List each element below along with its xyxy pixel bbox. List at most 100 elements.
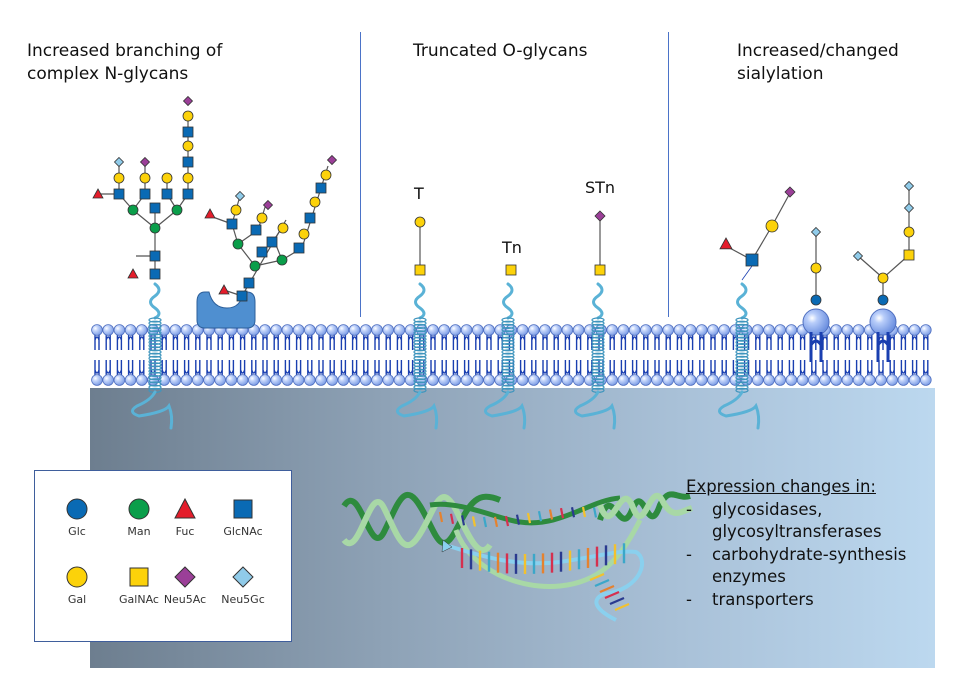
phospholipid [539,324,551,386]
lipid-tail [374,335,380,350]
helix-coil [413,371,427,377]
lipid-head [807,374,820,386]
helix-coil [501,352,515,358]
gal-icon [139,172,151,184]
lipid-head [270,374,283,386]
lipid-head [561,374,574,386]
helix-coil [591,362,605,368]
legend-item-glcnac: GlcNAc [213,497,273,538]
helix-coil [148,352,162,358]
expression-item-3: - transporters [686,589,906,612]
helix-coil [501,327,515,333]
helix-coil [413,365,427,371]
glcnac-icon [139,188,151,200]
legend-label: Man [127,525,151,538]
fuc-icon [127,268,139,279]
n-glycan-tetraantennary [92,95,194,280]
gal-icon [182,110,194,122]
lipid-tail [721,360,727,375]
base [537,510,543,522]
lipid-head [606,324,618,336]
phospholipid [192,324,204,386]
glycolipid-head [869,308,897,336]
base [548,509,554,520]
phospholipid [830,324,842,386]
lipid-tail [654,360,660,375]
glc-icon [877,294,889,306]
helix-coil [591,352,605,358]
phospholipid [371,324,383,386]
lipid-tail [172,335,179,350]
legend-item-neu5ac: Neu5Ac [155,565,215,606]
phospholipid [91,324,103,386]
helix-coil [501,365,515,371]
helix-coil [501,381,515,387]
phospholipid [337,324,350,386]
lipid-tail [620,360,627,375]
helix-coil [413,368,427,374]
gal-icon [765,219,779,233]
lipid-tail [273,360,279,375]
lipid-tail [665,335,671,350]
helix-coil [148,317,162,323]
glcnac-icon [149,250,161,262]
base [570,507,576,518]
lipid-tail [766,360,772,375]
lipid-head [639,374,652,386]
phospholipid [695,324,708,386]
lipid-tail [855,360,862,375]
base [592,507,598,518]
lipid-tail [609,335,615,350]
lipid-tail [609,360,615,375]
lipid-head [427,374,439,386]
man-icon [249,260,261,272]
legend-item-fuc: Fuc [155,497,215,538]
phospholipid [718,324,730,386]
lipid-tail [329,335,335,350]
helix-coil [501,362,515,368]
gal-icon [230,204,242,216]
lipid-tail [396,360,403,375]
helix-coil [591,365,605,371]
helix-coil [735,365,749,371]
label-tn-antigen: Tn [502,238,522,257]
phospholipid [315,324,327,386]
expression-item-text: transporters [712,589,814,609]
phospholipid [136,324,148,386]
lipid-tail [385,360,391,375]
o-glycan-t-antigen [414,216,426,276]
fuc-icon [174,497,196,519]
phospholipid [796,324,809,386]
glcnac-icon [113,188,125,200]
lipid-tail [183,360,190,375]
lipid-tail [161,335,167,350]
galnac-icon [414,264,426,276]
lipid-head [617,324,630,336]
man-icon [276,254,288,266]
protein-tail [574,390,617,430]
dna-helix-illustration [341,491,694,622]
helix-coil [735,381,749,387]
lipid-tail [105,335,111,350]
helix-coil [413,359,427,365]
gal-icon [877,272,889,284]
glcnac-icon [256,246,268,258]
base [460,515,466,526]
lipid-head [919,374,932,386]
glcnac-icon [745,253,759,267]
phospholipid [550,324,562,386]
helix-coil [591,368,605,374]
lipid-tail [519,335,526,350]
lipid-tail [307,335,313,350]
lipid-tail [766,335,772,350]
glcnac-icon [226,218,238,230]
helix-coil [413,352,427,358]
dna-strand [597,492,694,520]
lipid-head [751,324,764,336]
lipid-tail [620,335,627,350]
lipid-head [796,374,809,386]
helix-coil [148,346,162,352]
lipid-tail [262,360,268,375]
phospholipid [639,324,652,386]
